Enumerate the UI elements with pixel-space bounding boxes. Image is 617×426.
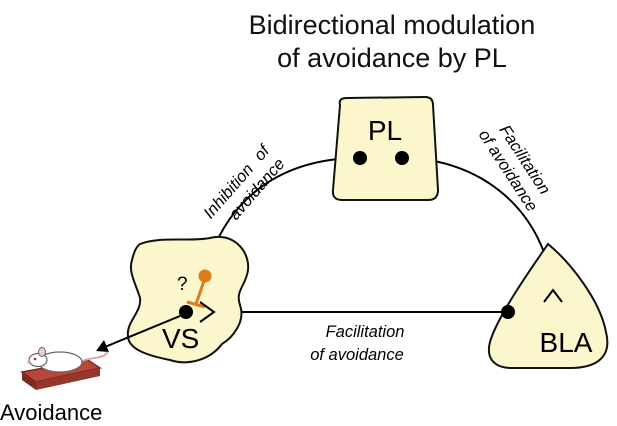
vs-output-neuron (179, 305, 193, 319)
bla-vs-label-line-2: of avoidance (310, 346, 404, 364)
pl-input-chevron (543, 288, 563, 303)
bla-input-chevron (199, 301, 216, 323)
pl-label: PL (368, 115, 402, 146)
title-line-2: of avoidance by PL (277, 43, 507, 73)
bla-output-neuron (501, 305, 515, 319)
bla-region: BLA (487, 242, 609, 369)
platform-side (22, 372, 36, 390)
vs-label: VS (162, 323, 199, 354)
avoidance-label: Avoidance (0, 400, 102, 425)
bla-vs-label-line-1: Facilitation (326, 323, 405, 341)
avoidance-arrow-shaft (99, 315, 181, 350)
rat-ear (38, 347, 46, 357)
vs-region-shape (126, 235, 250, 364)
pl-bla-neuron (395, 151, 409, 165)
pl-region: PL (331, 95, 440, 201)
vs-region: VS ? (126, 235, 250, 364)
uncertain-mark: ? (177, 274, 188, 295)
avoidance-arrow-head (96, 340, 109, 352)
rat-nose (27, 360, 31, 364)
rat-on-platform-icon (20, 347, 109, 390)
title-line-1: Bidirectional modulation (249, 10, 536, 40)
avoidance-output-arrow (96, 315, 181, 352)
inhibitory-synapse-terminal (198, 269, 212, 283)
rat-tail (79, 351, 109, 363)
rat-eye (33, 357, 37, 361)
inhibitory-synapse-stem (194, 280, 206, 305)
pl-vs-neuron (353, 151, 367, 165)
bla-region-shape (487, 242, 609, 369)
pl-region-shape (331, 95, 440, 201)
inhibitory-synapse-bar (186, 300, 206, 309)
bla-label: BLA (540, 327, 593, 358)
platform-front (36, 368, 100, 390)
